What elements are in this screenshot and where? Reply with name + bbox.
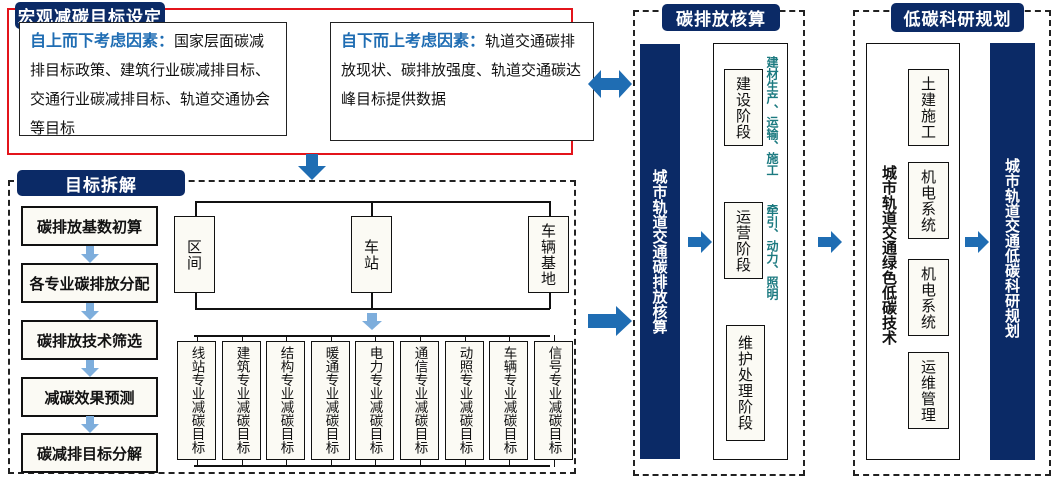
area-bracket-top [195, 201, 550, 203]
area-down-arrow-icon [362, 313, 382, 330]
decomposition-frame [8, 180, 576, 474]
area-box-interval: 区间 [174, 216, 215, 293]
discipline-tick [241, 459, 243, 467]
discipline-box: 电力专业减碳目标 [355, 341, 394, 460]
discipline-tick [508, 459, 510, 467]
discipline-tick [419, 335, 421, 343]
step-3: 碳排放技术筛选 [21, 320, 158, 360]
discipline-box: 暖通专业减碳目标 [311, 341, 350, 460]
bottom-up-factors-box: 自下而上考虑因素：轨道交通碳排放现状、碳排放强度、轨道交通碳达峰目标提供数据 [330, 22, 594, 141]
discipline-tick [553, 459, 555, 467]
discipline-bracket-top [194, 335, 550, 337]
stage-construction: 建设阶段 [724, 69, 763, 146]
discipline-box: 建筑专业减碳目标 [222, 341, 261, 460]
discipline-tick [196, 335, 198, 343]
right-arrow-icon [818, 231, 842, 253]
top-down-text: 国家层面碳减排目标政策、建筑行业碳减排目标、交通行业碳减排目标、轨道交通协会等目… [30, 32, 271, 137]
discipline-box: 结构专业减碳目标 [266, 341, 305, 460]
discipline-tick [330, 459, 332, 467]
discipline-tick [241, 335, 243, 343]
area-box-station: 车站 [351, 216, 392, 293]
step-5: 碳减排目标分解 [21, 433, 158, 473]
discipline-box: 线站专业减碳目标 [177, 341, 216, 460]
research-item-mep-1: 机电系统 [908, 162, 949, 239]
discipline-tick [330, 335, 332, 343]
discipline-tick [285, 335, 287, 343]
right-arrow-icon [588, 306, 632, 336]
area-bracket-bottom [195, 308, 550, 310]
stage-operation: 运营阶段 [724, 202, 763, 279]
bottom-up-text: 轨道交通碳排放现状、碳排放强度、轨道交通碳达峰目标提供数据 [341, 32, 582, 108]
discipline-box: 信号专业减碳目标 [534, 341, 573, 460]
step-arrow-icon [81, 360, 99, 377]
step-arrow-icon [81, 303, 99, 320]
double-arrow-icon [588, 70, 632, 98]
discipline-tick [508, 335, 510, 343]
right-arrow-icon [688, 231, 712, 253]
accounting-bar: 城市轨道交通碳排放核算 [640, 44, 680, 459]
stage-maintenance: 维护处理阶段 [726, 325, 765, 441]
discipline-box: 车辆专业减碳目标 [489, 341, 528, 460]
step-4: 减碳效果预测 [21, 377, 158, 417]
discipline-box: 动照专业减碳目标 [445, 341, 484, 460]
discipline-tick [285, 459, 287, 467]
step-arrow-icon [81, 246, 99, 263]
step-arrow-icon [81, 416, 99, 433]
discipline-tick [553, 335, 555, 343]
top-down-factors-box: 自上而下考虑因素：国家层面碳减排目标政策、建筑行业碳减排目标、交通行业碳减排目标… [19, 22, 287, 137]
area-box-depot: 车辆基地 [528, 216, 569, 293]
research-item-civil: 土建施工 [908, 69, 949, 146]
discipline-tick [374, 459, 376, 467]
tech-label: 城市轨道交通绿色低碳技术 [880, 165, 898, 345]
research-title: 低碳科研规划 [891, 3, 1024, 32]
discipline-bracket-bottom [194, 465, 550, 467]
discipline-tick [374, 335, 376, 343]
discipline-tick [196, 459, 198, 467]
top-down-label: 自上而下考虑因素： [30, 31, 175, 50]
accounting-title: 碳排放核算 [662, 4, 780, 31]
decomposition-title: 目标拆解 [17, 170, 185, 196]
discipline-tick [464, 459, 466, 467]
discipline-tick [419, 459, 421, 467]
research-item-om: 运维管理 [908, 352, 949, 429]
research-bar: 城市轨道交通低碳科研规划 [990, 43, 1035, 460]
stage-operation-note: 牵引、动力、照明 [765, 204, 779, 300]
discipline-tick [464, 335, 466, 343]
step-1: 碳排放基数初算 [21, 206, 158, 246]
bottom-up-label: 自下而上考虑因素： [341, 31, 486, 50]
step-2: 各专业碳排放分配 [21, 263, 158, 303]
discipline-box: 通信专业减碳目标 [400, 341, 439, 460]
research-item-mep-2: 机电系统 [908, 259, 949, 336]
stage-construction-note: 建材生产、运输、施工 [765, 56, 779, 176]
down-arrow-icon [298, 154, 326, 180]
right-arrow-icon [965, 231, 989, 253]
